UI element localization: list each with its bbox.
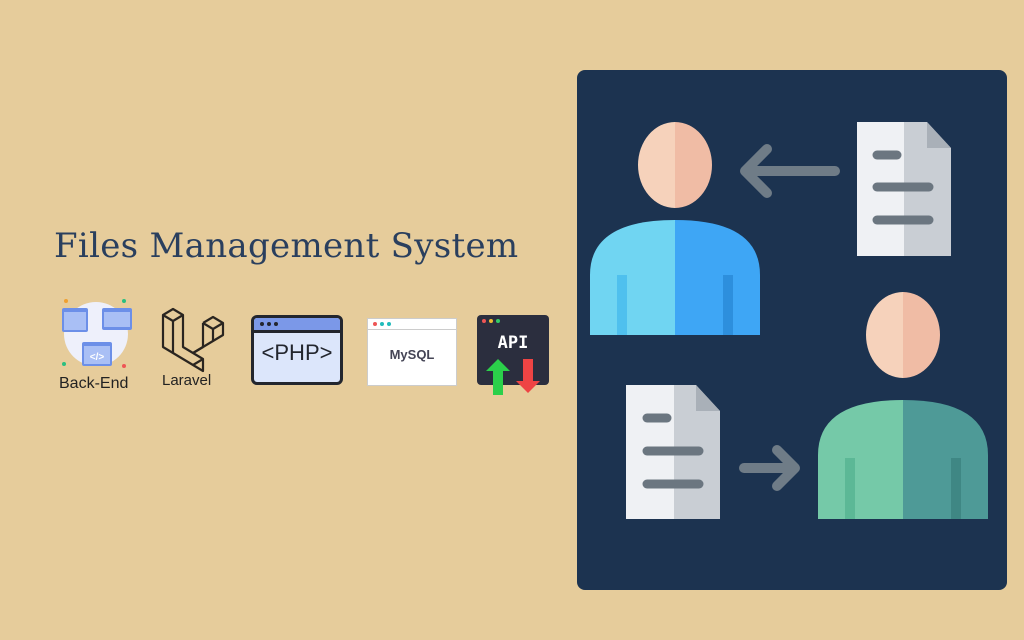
user-icon-top bbox=[590, 122, 760, 335]
backend-icon: </> bbox=[58, 298, 138, 378]
file-sharing-illustration bbox=[577, 70, 1007, 590]
laravel-label: Laravel bbox=[162, 372, 212, 389]
php-label: <PHP> bbox=[261, 340, 333, 365]
document-icon-bottom bbox=[626, 385, 720, 519]
php-window-icon: <PHP> bbox=[251, 315, 343, 385]
svg-text:</>: </> bbox=[90, 352, 105, 363]
laravel-logo-icon bbox=[160, 305, 230, 375]
mysql-window-icon: MySQL bbox=[367, 318, 457, 386]
api-window-icon: API bbox=[477, 315, 549, 395]
document-icon-top bbox=[857, 122, 951, 256]
arrow-right-icon bbox=[739, 445, 800, 491]
arrow-left-icon bbox=[740, 144, 840, 198]
user-icon-bottom bbox=[818, 292, 988, 519]
page-title: Files Management System bbox=[54, 226, 519, 266]
backend-label: Back-End bbox=[59, 375, 129, 392]
mysql-label: MySQL bbox=[389, 347, 435, 362]
api-label: API bbox=[497, 333, 529, 353]
